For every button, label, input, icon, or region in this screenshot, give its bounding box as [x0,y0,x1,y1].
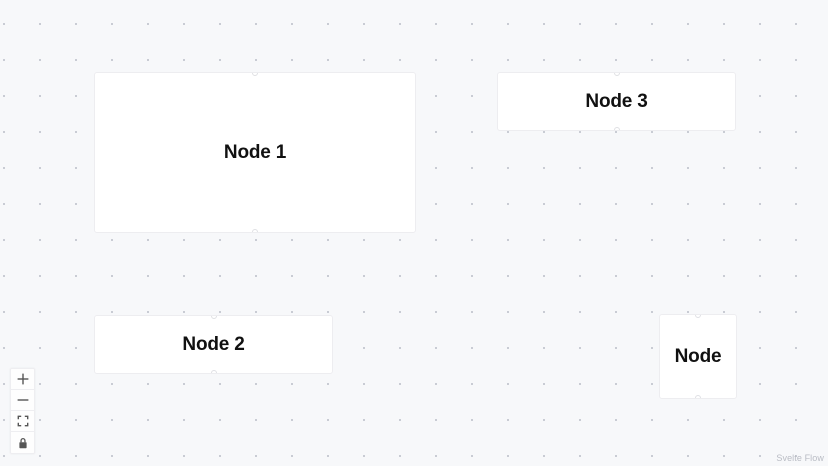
source-handle-bottom[interactable] [695,395,701,398]
lock-icon [17,437,29,449]
target-handle-top[interactable] [210,316,217,319]
flow-node-1[interactable]: Node 1 [94,72,416,233]
source-handle-bottom[interactable] [613,127,620,130]
target-handle-top[interactable] [613,73,620,76]
target-handle-top[interactable] [252,73,258,76]
fit-view-icon [17,415,29,427]
lock-button[interactable] [11,432,34,453]
fit-view-button[interactable] [11,411,34,432]
source-handle-bottom[interactable] [210,370,217,373]
flow-node-4[interactable]: Node [659,314,737,399]
plus-icon [17,373,29,385]
target-handle-top[interactable] [695,315,701,318]
node-label: Node [674,345,722,367]
minus-icon [17,394,29,406]
node-label: Node 3 [585,90,648,112]
source-handle-bottom[interactable] [252,229,258,232]
node-label: Node 2 [182,333,245,355]
svelte-flow-attribution[interactable]: Svelte Flow [776,453,824,463]
flow-node-2[interactable]: Node 2 [94,315,333,374]
flow-controls-panel [10,368,35,454]
zoom-out-button[interactable] [11,390,34,411]
node-label: Node 1 [223,141,287,163]
zoom-in-button[interactable] [11,369,34,390]
flow-node-3[interactable]: Node 3 [497,72,736,131]
